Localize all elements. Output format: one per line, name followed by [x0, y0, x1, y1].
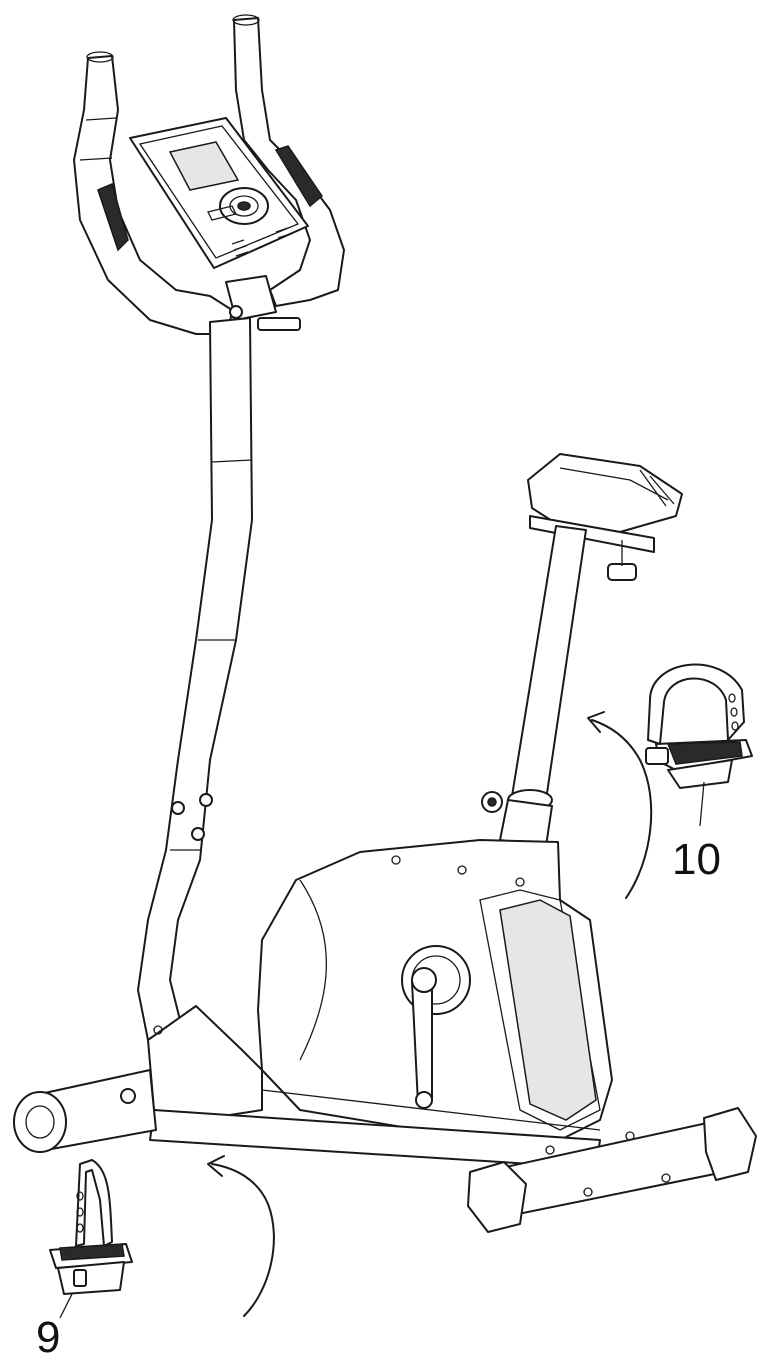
flywheel-shroud: [257, 839, 613, 1141]
seat: [527, 453, 683, 581]
callout-label-10: 10: [672, 835, 721, 884]
right-pedal-icon: [645, 663, 753, 827]
left-pedal-icon: [49, 1159, 133, 1319]
rear-stabilizer: [467, 1107, 757, 1233]
exercise-bike-icon: [13, 14, 757, 1233]
handlebar-clamp: [225, 275, 301, 331]
console: [129, 117, 309, 269]
install-arrow-right-icon: [587, 711, 653, 899]
crank-arm: [411, 967, 437, 1109]
upright-column: [137, 317, 253, 1041]
callout-label-9: 9: [36, 1313, 61, 1362]
right-handlebar: [232, 14, 345, 307]
front-stabilizer: [13, 1069, 157, 1153]
install-arrow-left-icon: [207, 1155, 275, 1317]
seat-post: [481, 525, 587, 847]
